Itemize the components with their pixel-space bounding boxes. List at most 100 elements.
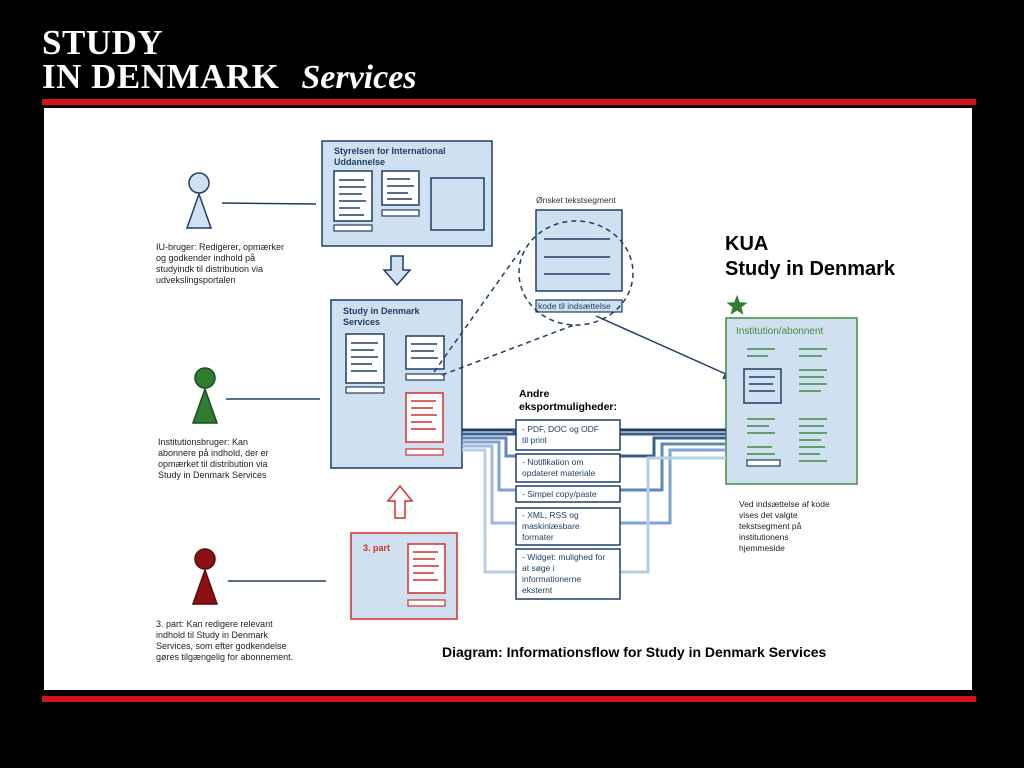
institution-user-desc-line: Study in Denmark Services (158, 470, 267, 480)
code-insert-bar (535, 299, 623, 313)
code-bar (333, 224, 373, 232)
kua-line: KUA (725, 233, 768, 255)
brand-line-in-denmark: IN DENMARK (42, 57, 280, 96)
text-segment-callout: Ønsket tekstsegment kode til indsættelse (518, 195, 634, 326)
diagram-canvas: IU-bruger: Redigerer, opmærker og godken… (44, 108, 972, 690)
sid-title-line: Study in Denmark (343, 306, 421, 316)
zoom-line (441, 324, 575, 376)
diagram-caption: Diagram: Informationsflow for Study in D… (442, 644, 827, 660)
third-party-desc-line: Services, som efter godkendelse (156, 641, 287, 651)
brand-line-2: IN DENMARK Services (42, 57, 417, 96)
document-icon (345, 333, 385, 384)
iu-user-desc-line: IU-bruger: Redigerer, opmærker (156, 242, 284, 252)
document-icon (405, 335, 445, 370)
institution-note-line: vises det valgte (739, 510, 798, 520)
brand-line-study: STUDY (42, 23, 164, 62)
down-arrow-icon (382, 255, 412, 287)
code-bar (405, 373, 445, 381)
iu-user-desc-line: studyindk til distribution via (156, 264, 263, 274)
institution-note-line: tekstsegment på (739, 521, 802, 531)
institution-box-title: Institution/abonnent (736, 326, 824, 337)
ministry-title-line: Styrelsen for International (334, 146, 446, 156)
institution-note-line: hjemmeside (739, 543, 785, 553)
institution-note-line: institutionens (739, 532, 789, 542)
ministry-box-title: Styrelsen for International Uddannelse (334, 146, 448, 167)
export-option-line: maskinlæsbare (522, 521, 580, 531)
svg-text:- Notifikation om opdate: - Notifikation om opdateret materiale (522, 457, 596, 478)
up-arrow-icon (386, 484, 414, 519)
zoom-circle (518, 220, 634, 326)
export-option-line: formater (522, 532, 554, 542)
third-party-desc-line: indhold til Study in Denmark (156, 630, 269, 640)
sid-services-box: Study in Denmark Services (330, 299, 463, 469)
code-insert-label: kode til indsættelse (538, 301, 611, 311)
institution-box: Institution/abonnent (725, 317, 858, 485)
top-red-divider (42, 99, 976, 105)
third-party-user-icon (191, 548, 219, 605)
export-option-line: at søge i (522, 563, 555, 573)
iu-user-description: IU-bruger: Redigerer, opmærker og godken… (156, 242, 287, 285)
export-option-line: - Widget: mulighed for (522, 552, 605, 562)
third-party-code-bar (407, 599, 446, 607)
institution-note: Ved indsættelse af kode vises det valgte… (739, 499, 832, 553)
institution-text-lines (747, 348, 827, 462)
information-flow-diagram: IU-bruger: Redigerer, opmærker og godken… (156, 140, 896, 662)
export-option-line: - Notifikation om (522, 457, 583, 467)
ministry-title-line: Uddannelse (334, 157, 385, 167)
inserted-segment-icon (743, 368, 782, 404)
export-option-line: - Simpel copy/paste (522, 489, 597, 499)
export-option: - Widget: mulighed for at søge i informa… (515, 548, 621, 600)
third-party-box: 3. part (350, 532, 458, 620)
export-heading-line: Andre (519, 388, 549, 400)
iu-user-connector (221, 202, 317, 205)
kua-label: KUA Study in Denmark (725, 233, 896, 280)
segment-title: Ønsket tekstsegment (536, 195, 616, 205)
code-bar (345, 386, 385, 394)
export-option: - Notifikation om opdateret materiale (515, 453, 621, 483)
code-bar (746, 459, 781, 467)
third-party-desc-line: gøres tilgængelig for abonnement. (156, 652, 293, 662)
image-placeholder (430, 177, 485, 231)
code-bar (381, 209, 420, 217)
kua-line: Study in Denmark (725, 258, 896, 280)
export-option: - Simpel copy/paste (515, 485, 621, 503)
export-option-line: - XML, RSS og (522, 510, 579, 520)
ministry-box: Styrelsen for International Uddannelse (321, 140, 493, 247)
export-heading: Andre eksportmuligheder: (519, 388, 617, 413)
svg-text:- Widget: mulighed for a: - Widget: mulighed for at søge i informa… (522, 552, 608, 595)
export-option-line: til print (522, 435, 548, 445)
third-party-box-title: 3. part (363, 543, 390, 553)
third-party-code-bar (405, 448, 444, 456)
brand-services: Services (301, 59, 417, 96)
iu-user-icon (185, 172, 213, 229)
third-party-document-icon (405, 392, 444, 443)
segment-box (535, 209, 623, 292)
institution-user-icon (191, 367, 219, 424)
export-option: - XML, RSS og maskinlæsbare formater (515, 507, 621, 546)
sid-box-title: Study in Denmark Services (343, 306, 422, 327)
brand-logo: STUDY IN DENMARK Services (42, 23, 417, 96)
third-party-document-icon (407, 543, 446, 594)
zoom-line (433, 247, 523, 373)
star-icon (726, 295, 748, 315)
iu-user-desc-line: udvekslingsportalen (156, 275, 236, 285)
institution-note-line: Ved indsættelse af kode (739, 499, 830, 509)
sid-title-line: Services (343, 317, 380, 327)
document-icon (333, 170, 373, 222)
iu-user-desc-line: og godkender indhold på (156, 253, 255, 263)
code-insert-arrow (595, 315, 739, 380)
institution-user-description: Institutionsbruger: Kan abonnere på indh… (158, 437, 271, 480)
third-party-desc-line: 3. part: Kan redigere relevant (156, 619, 273, 629)
institution-user-desc-line: Institutionsbruger: Kan (158, 437, 248, 447)
svg-text:- XML, RSS og maskinlæsb: - XML, RSS og maskinlæsbare formater (522, 510, 582, 542)
third-party-user-description: 3. part: Kan redigere relevant indhold t… (156, 619, 293, 662)
bottom-red-divider (42, 696, 976, 702)
document-icon (381, 170, 420, 206)
export-option: - PDF, DOC og ODF til print (515, 419, 621, 451)
svg-text:- PDF, DOC og ODF til pr: - PDF, DOC og ODF til print (522, 424, 601, 445)
export-option-line: informationerne (522, 574, 581, 584)
export-option-line: opdateret materiale (522, 468, 596, 478)
export-heading-line: eksportmuligheder: (519, 401, 617, 413)
institution-user-desc-line: abonnere på indhold, der er (158, 448, 269, 458)
svg-text:- Simpel copy/paste: - Simpel copy/paste (522, 489, 597, 499)
